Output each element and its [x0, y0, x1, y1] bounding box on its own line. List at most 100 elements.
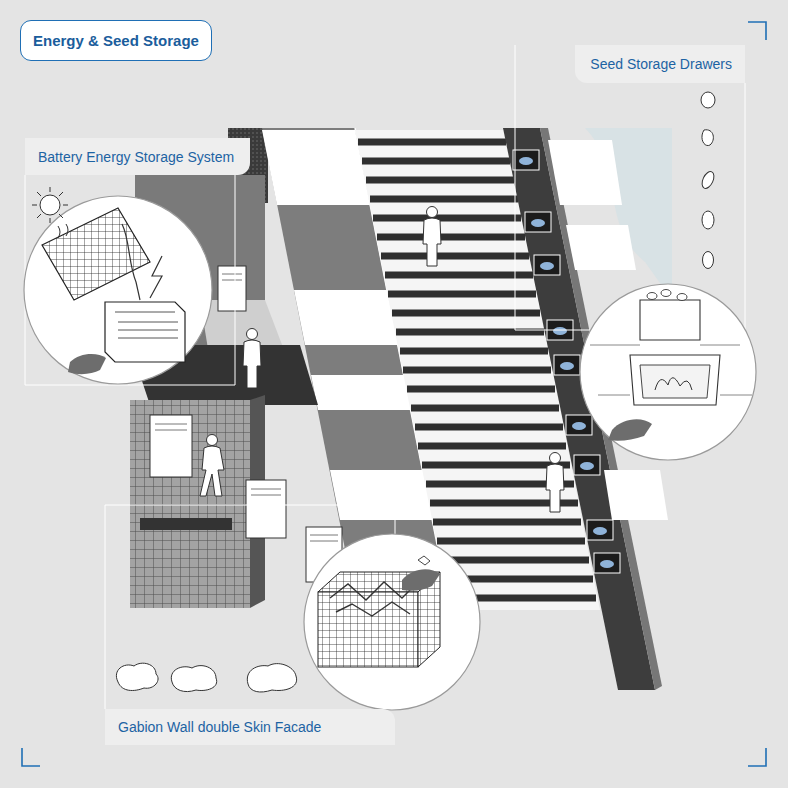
gabion-wall — [150, 415, 192, 477]
drawer-column — [574, 455, 600, 475]
battery-room — [218, 266, 246, 311]
people — [550, 453, 561, 464]
people — [427, 207, 438, 218]
seed-icons — [703, 252, 714, 269]
drawer-column — [580, 462, 594, 470]
seed-icons — [700, 92, 717, 269]
battery-inset — [24, 196, 212, 384]
drawer-column — [594, 553, 620, 573]
slab-wall — [262, 130, 370, 205]
sun-icon — [58, 224, 68, 238]
drawer-column — [587, 520, 613, 540]
gabion-wall — [130, 400, 250, 608]
drawer-column — [525, 212, 551, 232]
staircase — [385, 272, 533, 279]
sun-icon — [40, 195, 60, 215]
drawer-column — [548, 140, 622, 205]
drawer-column — [560, 362, 574, 370]
corner-brackets — [22, 22, 766, 766]
staircase — [403, 367, 551, 374]
seed-drawer-inset — [655, 378, 692, 390]
staircase — [366, 177, 514, 184]
battery-room — [222, 274, 242, 280]
drawer-column — [593, 527, 607, 535]
people — [200, 435, 224, 497]
people — [200, 207, 564, 513]
staircase — [388, 291, 536, 298]
sun-icon — [32, 187, 68, 238]
drawer-column — [534, 255, 560, 275]
seed-drawer-inset — [608, 419, 652, 441]
drawer-column — [513, 150, 539, 170]
corner-brackets — [22, 748, 40, 766]
drawer-column — [572, 422, 586, 430]
staircase — [373, 215, 521, 222]
staircase — [358, 139, 506, 146]
seed-icons — [702, 130, 713, 146]
staircase — [381, 253, 529, 260]
gabion-wall — [246, 480, 286, 538]
seed-drawer-inset — [580, 284, 756, 460]
seed-icons — [701, 92, 715, 108]
drawer-column — [519, 157, 533, 165]
drawer-column — [566, 415, 592, 435]
staircase — [433, 519, 581, 526]
people — [243, 329, 261, 389]
battery-inset — [115, 312, 178, 338]
rock-icons — [116, 663, 158, 690]
seed-drawer-inset — [647, 293, 657, 300]
staircase — [418, 443, 566, 450]
slab-wall — [294, 290, 398, 345]
people — [546, 464, 564, 512]
drawer-column — [604, 470, 668, 520]
staircase — [392, 310, 540, 317]
rock-icons — [171, 666, 216, 692]
staircase — [407, 386, 555, 393]
staircase — [400, 348, 548, 355]
battery-inset — [105, 302, 185, 362]
seed-drawer-inset — [580, 284, 756, 460]
people — [243, 340, 261, 388]
staircase — [441, 557, 589, 564]
battery-inset — [42, 208, 150, 300]
gabion-wall — [251, 489, 281, 495]
battery-inset — [122, 224, 140, 300]
drawer-column — [531, 219, 545, 227]
drawer-column — [540, 262, 554, 270]
seed-drawer-inset — [661, 290, 671, 297]
panel-label: Gabion Wall double Skin Facade — [118, 719, 321, 735]
seed-drawer-inset — [677, 294, 687, 301]
staircase — [415, 424, 563, 431]
gabion-inset — [304, 534, 480, 710]
drawer-column — [600, 560, 614, 568]
people — [247, 329, 258, 340]
battery-inset — [24, 196, 212, 384]
gabion-wall — [310, 535, 338, 541]
seed-drawer-inset — [640, 365, 710, 398]
staircase — [377, 234, 525, 241]
rock-icons — [247, 664, 296, 692]
seed-drawer-inset — [590, 345, 752, 395]
gabion-inset — [304, 534, 480, 710]
slab-wall — [311, 375, 411, 410]
gabion-inset — [318, 592, 418, 667]
slab-wall — [330, 470, 433, 520]
people — [200, 446, 224, 496]
label-tab: Battery Energy Storage System — [25, 138, 250, 175]
people — [423, 218, 441, 266]
panel-frames — [25, 175, 235, 385]
drawer-column — [566, 225, 636, 270]
rock-icons — [116, 663, 296, 692]
drawer-column — [554, 355, 580, 375]
seed-drawer-inset — [630, 355, 720, 405]
people — [546, 453, 564, 513]
gabion-inset — [330, 582, 412, 616]
people — [207, 435, 218, 446]
seed-icons — [702, 211, 714, 229]
staircase — [362, 158, 510, 165]
panel-label: Battery Energy Storage System — [38, 149, 234, 165]
